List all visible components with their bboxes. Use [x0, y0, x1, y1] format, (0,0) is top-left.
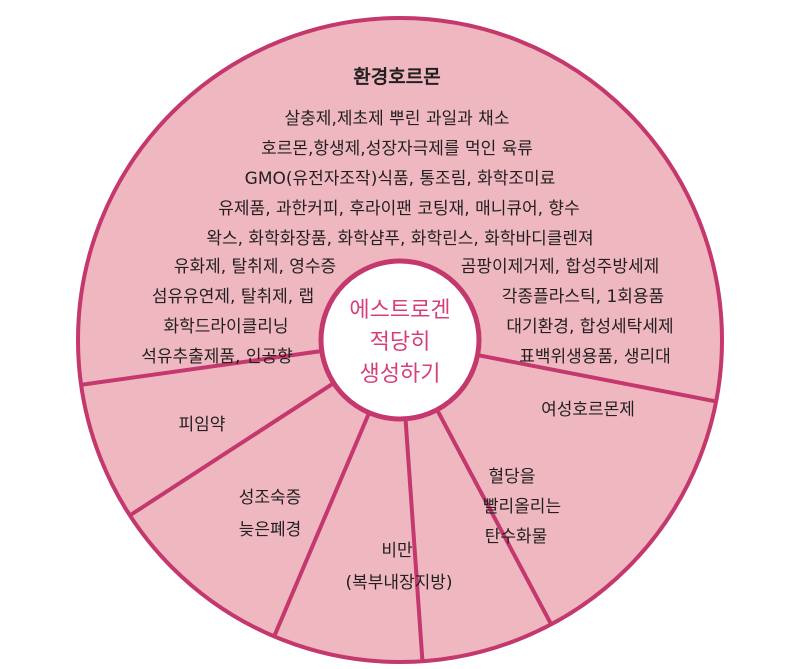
wedge-title: 환경호르몬 — [353, 66, 440, 88]
wedge-left-line: 석유추출제품, 인공향 — [141, 347, 293, 367]
wedge-left-line: 화학드라이클리닝 — [163, 317, 288, 337]
wedge-line: 여성호르몬제 — [541, 400, 635, 420]
wedge-line: 비만 — [381, 541, 413, 561]
wedge-line: 유제품, 과한커피, 후라이팬 코팅재, 매니큐어, 향수 — [218, 199, 579, 219]
wedge-left-line: 유화제, 탈취제, 영수증 — [174, 257, 336, 277]
wedge-birth-control: 피임약 — [179, 415, 226, 435]
center-line-2: 적당히 — [370, 330, 431, 355]
wedge-obesity: 비만 (복부내장지방) — [345, 541, 452, 593]
wedge-line: 늦은폐경 — [239, 520, 302, 540]
wedge-line: 탄수화물 — [485, 527, 548, 547]
wedge-divider — [403, 418, 425, 662]
wedge-right-line: 각종플라스틱, 1회용품 — [502, 287, 664, 307]
wedge-right-line: 곰팡이제거제, 합성주방세제 — [461, 257, 660, 277]
wedge-dividers — [80, 349, 717, 662]
center-line-1: 에스트로겐 — [349, 298, 450, 323]
wedge-right-line: 표백위생용품, 생리대 — [519, 347, 671, 367]
wedge-left-line: 섬유유연제, 탈취제, 랩 — [152, 287, 314, 307]
wedge-early-puberty: 성조숙증 늦은폐경 — [239, 488, 302, 540]
wedge-divider — [435, 408, 553, 626]
center-label: 에스트로겐 적당히 생성하기 — [349, 298, 450, 387]
center-circle — [318, 258, 482, 422]
wedge-line: 호르몬,항생제,성장자극제를 먹인 육류 — [261, 139, 533, 159]
wedge-line: 혈당을 — [489, 467, 536, 487]
wedge-line: 피임약 — [179, 415, 226, 435]
wedge-line: (복부내장지방) — [345, 573, 452, 593]
wedge-line: 빨리올리는 — [483, 497, 561, 517]
wedge-line: 성조숙증 — [239, 488, 302, 508]
wedge-line: GMO(유전자조작)식품, 통조림, 화학조미료 — [245, 169, 556, 189]
wedge-fast-carbs: 혈당을 빨리올리는 탄수화물 — [483, 467, 561, 547]
wedge-hormone-drugs: 여성호르몬제 — [541, 400, 635, 420]
wedge-divider — [128, 381, 335, 518]
wedge-divider — [477, 353, 717, 404]
center-line-3: 생성하기 — [360, 362, 441, 387]
wedge-line: 왁스, 화학화장품, 화학샴푸, 화학린스, 화학바디클렌져 — [206, 229, 593, 249]
wedge-environmental-hormones: 환경호르몬 살충제,제초제 뿌린 과일과 채소 호르몬,항생제,성장자극제를 먹… — [141, 66, 673, 367]
wedge-right-line: 대기환경, 합성세탁세제 — [506, 317, 673, 337]
wedge-line: 살충제,제초제 뿌린 과일과 채소 — [285, 109, 510, 129]
wedge-divider — [80, 349, 323, 387]
wedge-divider — [272, 411, 371, 638]
